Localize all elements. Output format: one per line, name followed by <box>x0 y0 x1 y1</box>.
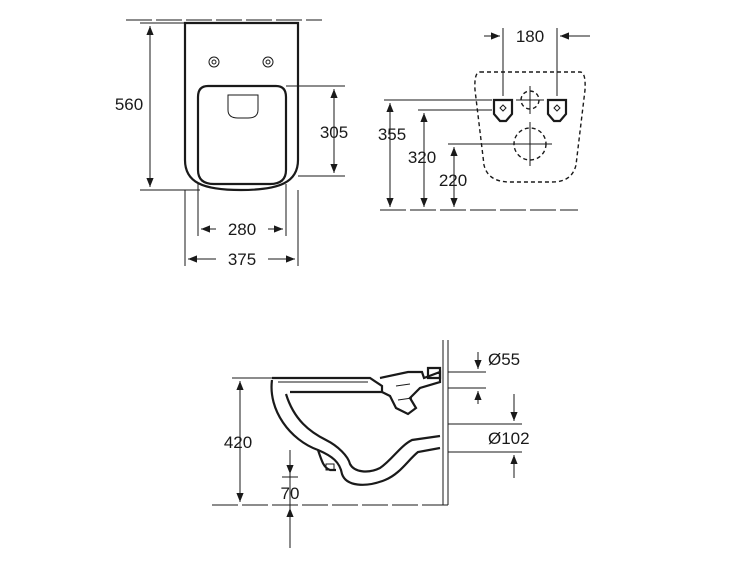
bolt-hole-left <box>208 56 220 68</box>
bowl-outline-side <box>270 379 441 486</box>
dim-label-420: 420 <box>224 433 252 452</box>
mount-hole-right <box>546 98 568 123</box>
bolt-hole-right <box>262 56 274 68</box>
mount-hole-left <box>492 98 514 123</box>
drain-mark <box>325 463 335 471</box>
bolt-hole-left-inner <box>211 59 217 65</box>
bowl-inner-side <box>284 393 441 473</box>
side-view: 420 70 Ø55 Ø102 <box>212 340 530 548</box>
dim-label-560: 560 <box>115 95 143 114</box>
bolt-hole-right-inner <box>265 59 271 65</box>
dim-label-355: 355 <box>378 125 406 144</box>
dim-label-305: 305 <box>320 123 348 142</box>
dim-label-102: Ø102 <box>488 429 530 448</box>
dim-label-375: 375 <box>228 250 256 269</box>
rim-outline <box>272 376 384 394</box>
mounting-view: 180 355 320 220 <box>378 27 590 211</box>
mount-hole-left-mark <box>499 104 507 112</box>
dim-label-320: 320 <box>408 148 436 167</box>
rear-outline <box>474 71 586 183</box>
dim-label-70: 70 <box>281 484 300 503</box>
inlet-cap <box>426 366 442 380</box>
inlet-detail <box>395 383 413 401</box>
dim-label-280: 280 <box>228 220 256 239</box>
dim-label-55: Ø55 <box>488 350 520 369</box>
dim-label-180: 180 <box>516 27 544 46</box>
mount-hole-right-mark <box>553 104 561 112</box>
seat-handle <box>227 94 259 119</box>
bowl-outline-top <box>183 21 300 192</box>
seat-outline <box>196 84 288 186</box>
dim-label-220: 220 <box>439 171 467 190</box>
inlet-connector <box>379 370 442 416</box>
top-view: 560 305 280 375 <box>115 19 348 269</box>
